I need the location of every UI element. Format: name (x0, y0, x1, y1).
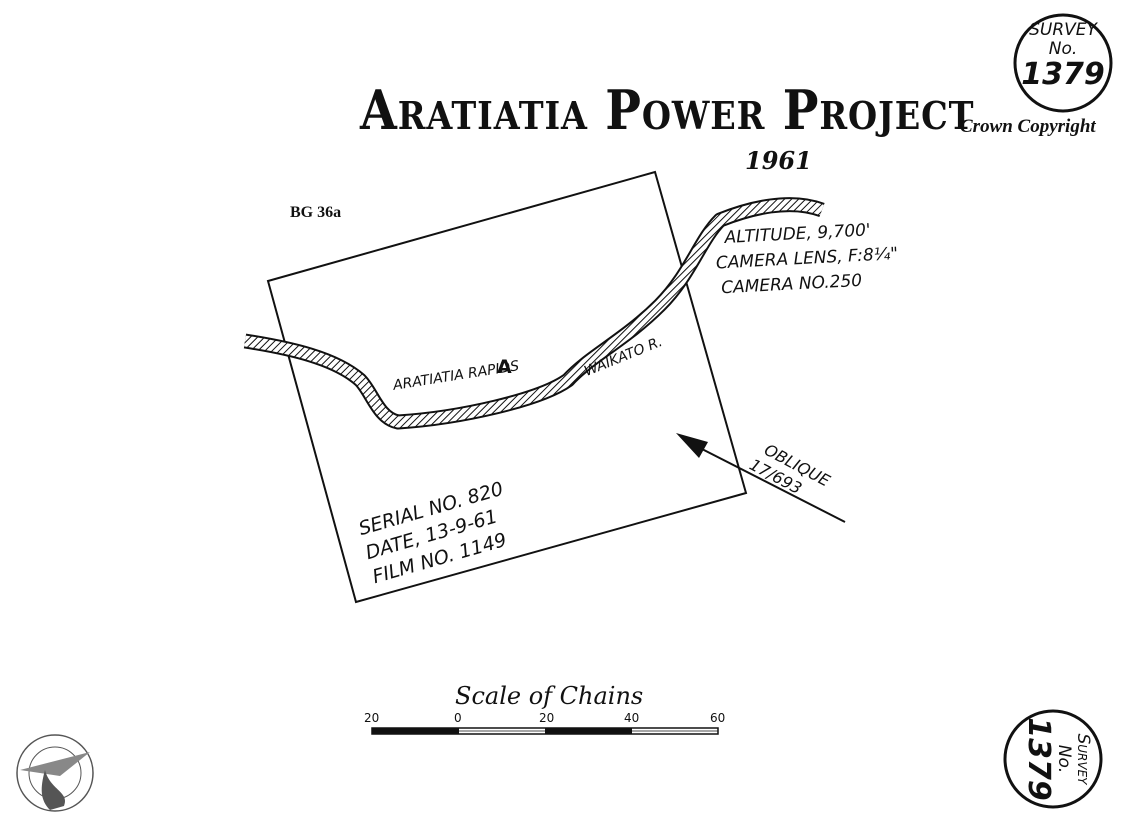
scale-tick: 0 (454, 711, 462, 725)
survey-no-label-bottom: No. (1054, 744, 1074, 774)
survey-label-bottom: Survey (1073, 733, 1093, 785)
survey-stamp-bottom-text: Survey No. 1379 (1005, 711, 1101, 807)
page-title: Aratiatia Power Project (360, 78, 975, 142)
survey-stamp-top-text: Survey No. 1379 (1015, 22, 1111, 90)
sheet-reference: BG 36a (290, 204, 342, 221)
aerial-mapping-logo (16, 734, 94, 812)
scale-tick: 20 (539, 711, 555, 725)
scale-ticks: 20 0 20 40 60 (362, 711, 742, 727)
scale-tick: 20 (364, 711, 380, 725)
survey-stamp-bottom (1003, 709, 1103, 809)
survey-number-bottom: 1379 (1021, 717, 1056, 801)
survey-no-label: No. (1048, 39, 1078, 59)
copyright-notice: Crown Copyright (960, 116, 1096, 137)
scale-title: Scale of Chains (455, 682, 644, 710)
point-a-label: A (497, 356, 512, 378)
survey-stamp-top (1013, 13, 1113, 113)
flight-info: Altitude, 9,700' Camera Lens, F:8¼" Came… (715, 217, 900, 301)
survey-label: Survey (1029, 20, 1097, 40)
photo-frame (266, 170, 748, 604)
project-year: 1961 (745, 146, 812, 175)
oblique-arrow (676, 433, 846, 523)
scale-tick: 40 (624, 711, 640, 725)
scale-tick: 60 (710, 711, 726, 725)
waikato-river (243, 197, 825, 430)
scale-bar (371, 727, 719, 735)
survey-number: 1379 (1021, 57, 1105, 92)
